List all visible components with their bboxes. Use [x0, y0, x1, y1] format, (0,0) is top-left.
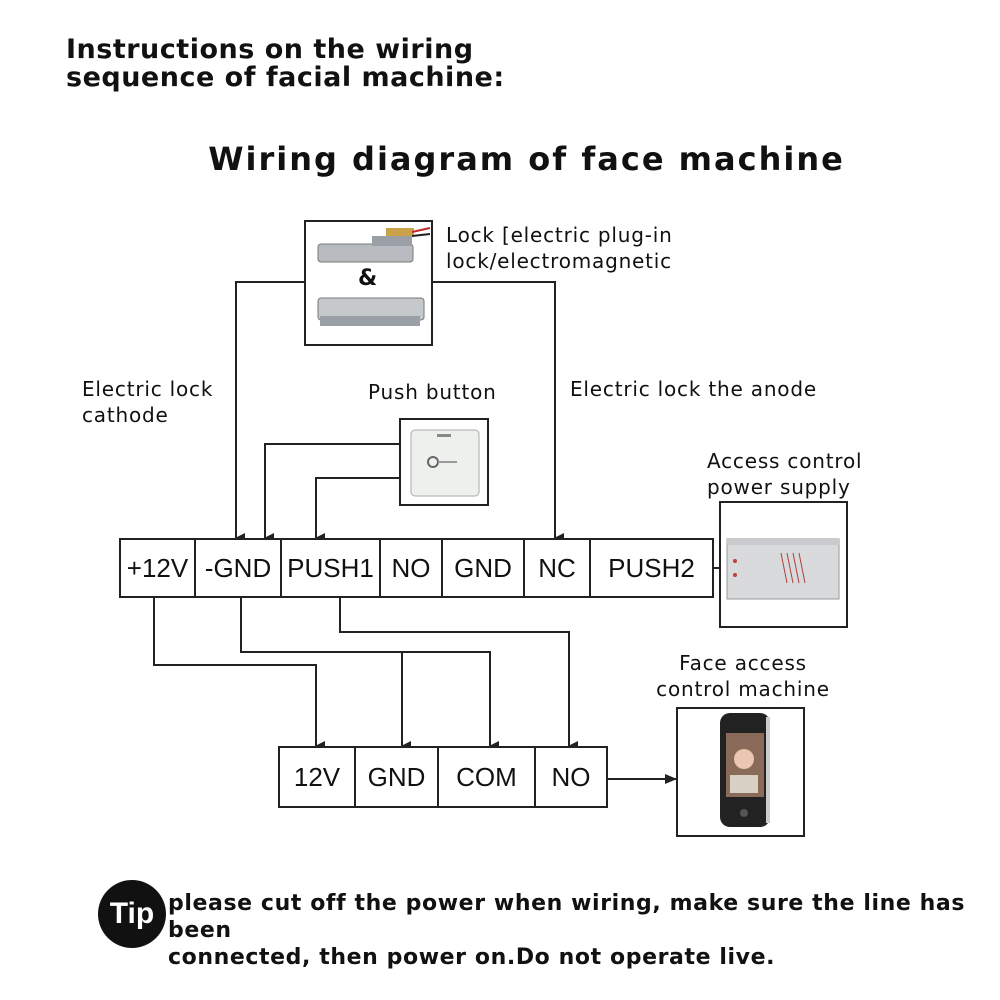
- lock-label-line-2: lock/electromagnetic: [446, 249, 672, 273]
- tip-line-2: connected, then power on.Do not operate …: [168, 945, 776, 970]
- tip-text: please cut off the power when wiring, ma…: [168, 890, 1000, 971]
- cathode-label: Electric lock cathode: [82, 376, 213, 428]
- face-terminal-com: COM: [439, 748, 536, 806]
- face-machine-image: [676, 707, 805, 837]
- power-supply-label-line-2: power supply: [707, 475, 851, 499]
- tip-line-1: please cut off the power when wiring, ma…: [168, 891, 966, 943]
- push-button-label: Push button: [368, 380, 497, 404]
- terminal-nc: NC: [525, 540, 591, 596]
- face-machine-label: Face access control machine: [648, 650, 838, 702]
- face-machine-label-line-1: Face access: [679, 651, 807, 675]
- power-supply-image: [719, 501, 848, 628]
- tip-badge: Tip: [98, 880, 166, 948]
- wire-gnd: [240, 597, 499, 751]
- cathode-label-line-2: cathode: [82, 403, 169, 427]
- push-button-image: [399, 418, 489, 506]
- terminal-plus-12v: +12V: [121, 540, 196, 596]
- face-terminal-gnd: GND: [356, 748, 439, 806]
- power-supply-icon: [726, 538, 840, 600]
- ampersand-label: &: [358, 266, 378, 291]
- wire-lock-anode: [432, 281, 564, 543]
- cathode-label-line-1: Electric lock: [82, 377, 214, 401]
- face-machine-label-line-2: control machine: [656, 677, 830, 701]
- wire-no: [339, 597, 578, 751]
- terminal-gnd: GND: [443, 540, 525, 596]
- wire-button-push1: [315, 477, 400, 543]
- terminal-no: NO: [381, 540, 443, 596]
- face-terminal-no: NO: [551, 761, 591, 792]
- lock-label: Lock [electric plug-in lock/electromagne…: [446, 222, 673, 274]
- power-supply-label-line-1: Access control: [707, 449, 863, 473]
- electric-lock-icon: [317, 227, 431, 326]
- lock-label-line-1: Lock [electric plug-in: [446, 223, 673, 247]
- power-terminal-strip: +12V -GND PUSH1 NO GND NC PUSH2: [119, 538, 714, 598]
- lock-image: &: [304, 220, 433, 346]
- push-button-icon: [410, 429, 480, 497]
- instructions-heading: Instructions on the wiring sequence of f…: [66, 36, 505, 92]
- diagram-title: Wiring diagram of face machine: [208, 140, 845, 178]
- instructions-line-2: sequence of facial machine:: [66, 62, 505, 93]
- face-machine-icon: [720, 713, 770, 827]
- terminal-push2: PUSH2: [608, 552, 695, 583]
- anode-label: Electric lock the anode: [570, 377, 817, 401]
- terminal-push1: PUSH1: [282, 540, 381, 596]
- wire-lock-cathode: [235, 281, 305, 543]
- terminal-minus-gnd: -GND: [196, 540, 282, 596]
- wire-12v: [153, 597, 325, 751]
- face-terminal-12v: 12V: [280, 748, 356, 806]
- instructions-line-1: Instructions on the wiring: [66, 34, 474, 65]
- wire-button-gnd: [264, 443, 400, 543]
- power-supply-label: Access control power supply: [707, 448, 862, 500]
- face-terminal-strip: 12V GND COM NO: [278, 746, 608, 808]
